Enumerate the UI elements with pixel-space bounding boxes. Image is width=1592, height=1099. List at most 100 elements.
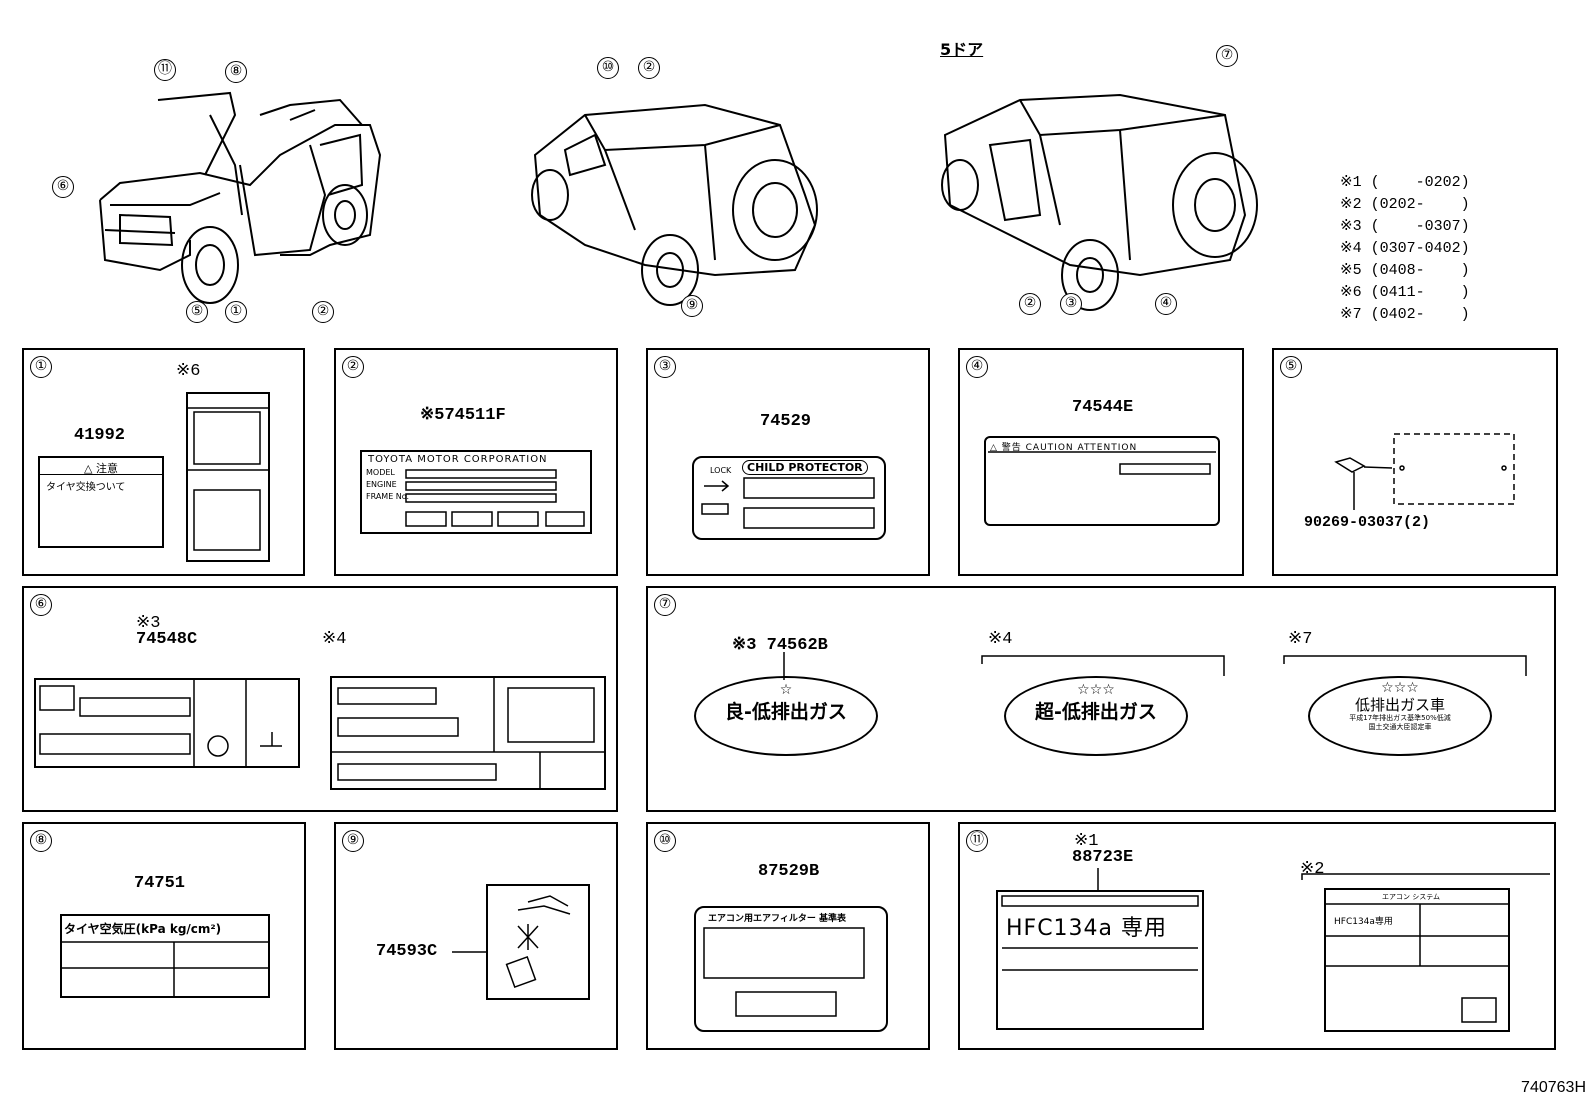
vehicle-front-view: ⑪ ⑧ ⑥ ⑤ ① ② [52,55,420,330]
note-3: ※3 ( -0307) [1340,218,1470,235]
panel-2-tag: ② [342,356,364,378]
panel-1: ① 41992 △ 注意 タイヤ交換ついて ※6 [22,348,305,576]
panel-3-title: CHILD PROTECTOR [742,460,868,475]
panel-10-part-number: 87529B [758,862,820,881]
panel-6: ⑥ ※3 74548C ※4 [22,586,618,812]
note-1: ※1 ( -0202) [1340,174,1470,191]
panel-7-part-a: ※3 74562B [732,636,828,655]
panel-10-header: エアコン用エアフィルター 基準表 [708,914,846,924]
panel-2-maker: TOYOTA MOTOR CORPORATION [368,454,548,465]
panel-2: ② ※574511F TOYOTA MOTOR CORPORATION MODE… [334,348,618,576]
note-6: ※6 (0411- ) [1340,284,1470,301]
panel-4-label: △ 警告 CAUTION ATTENTION [984,436,1220,526]
panel-7-sticker-b: ☆☆☆ 超-低排出ガス [1004,676,1188,756]
panel-10-tag: ⑩ [654,830,676,852]
panel-9: ⑨ 74593C [334,822,618,1050]
panel-6-variant-b: ※4 [322,630,347,649]
panel-5: ⑤ 90269-03037(2) [1272,348,1558,576]
panel-1-part-number: 41992 [74,426,126,445]
panel-7-sub-c2: 国土交通大臣認定車 [1368,723,1432,731]
panel-7-text-c: 低排出ガス車 [1354,696,1445,714]
panel-7-stars-b: ☆☆☆ [1077,682,1115,698]
panel-11-label-b: エアコン システム HFC134a専用 [1324,888,1510,1032]
note-7: ※7 (0402- ) [1340,306,1470,323]
door-label: 5ドア [940,40,984,59]
panel-7-text-a: 良-低排出ガス [725,701,847,723]
panel-3-lock: LOCK [710,466,732,475]
callout-6: ⑥ [52,176,74,198]
panel-7-sub-c1: 平成17年排出ガス基準50%低減 [1349,714,1451,722]
panel-2-row-model: MODEL [366,468,395,477]
panel-8: ⑧ 74751 タイヤ空気圧(kPa kg/cm²) [22,822,306,1050]
panel-11-small-big: HFC134a専用 [1334,917,1393,927]
panel-11-variant-a: ※1 [1074,832,1099,851]
panel-8-part-number: 74751 [134,874,186,893]
panel-11-big-text: HFC134a 専用 [1006,916,1168,941]
callout-4: ④ [1155,293,1177,315]
panel-1-variant-label [186,392,270,562]
note-2: ※2 (0202- ) [1340,196,1470,213]
panel-8-label: タイヤ空気圧(kPa kg/cm²) [60,914,270,998]
panel-4: ④ 74544E △ 警告 CAUTION ATTENTION [958,348,1244,576]
panel-6-label-b [330,676,606,790]
panel-1-label-title: △ 注意 [40,460,162,475]
variant-notes: ※1 ( -0202) ※2 (0202- ) ※3 ( -0307) ※4 (… [1340,172,1470,326]
callout-5: ⑤ [186,301,208,323]
panel-9-tag: ⑨ [342,830,364,852]
panel-1-tag: ① [30,356,52,378]
callout-3: ③ [1060,293,1082,315]
panel-1-label: △ 注意 タイヤ交換ついて [38,456,164,548]
panel-7-tag: ⑦ [654,594,676,616]
panel-6-part-number: 74548C [136,630,198,649]
panel-1-variant: ※6 [176,362,201,381]
panel-5-part-number: 90269-03037(2) [1304,514,1431,531]
panel-11-tag: ⑪ [966,830,988,852]
callout-2: ② [638,57,660,79]
panel-7-sticker-a: ☆ 良-低排出ガス [694,676,878,756]
panel-7-sticker-c: ☆☆☆ 低排出ガス車 平成17年排出ガス基準50%低減 国土交通大臣認定車 [1308,676,1492,756]
panel-11-small-header: エアコン システム [1382,893,1441,901]
callout-10: ⑩ [597,57,619,79]
panel-2-label: TOYOTA MOTOR CORPORATION MODEL ENGINE FR… [360,450,592,534]
panel-1-label-line: タイヤ交換ついて [46,482,126,493]
panel-5-tag: ⑤ [1280,356,1302,378]
callout-2: ② [1019,293,1041,315]
panel-11-label-a: HFC134a 専用 [996,890,1204,1030]
panel-9-label [486,884,590,1000]
vehicle-rear-left-view: ⑩ ② ⑨ [525,55,835,330]
panel-2-part-number: ※574511F [420,406,506,425]
panel-3-label: LOCK CHILD PROTECTOR [692,456,886,540]
callout-11: ⑪ [154,59,176,81]
callout-1: ① [225,301,247,323]
panel-10: ⑩ 87529B エアコン用エアフィルター 基準表 [646,822,930,1050]
panel-7-variant-c: ※7 [1288,630,1313,649]
panel-3-part-number: 74529 [760,412,812,431]
callout-2: ② [312,301,334,323]
panel-7-variant-b: ※4 [988,630,1013,649]
panel-9-part-number: 74593C [376,942,438,961]
panel-4-tag: ④ [966,356,988,378]
callout-7: ⑦ [1216,45,1238,67]
panel-4-part-number: 74544E [1072,398,1134,417]
diagram-code: 740763H [1521,1079,1586,1096]
callout-9: ⑨ [681,295,703,317]
panel-11: ⑪ ※1 88723E HFC134a 専用 ※2 エアコン システム HFC1… [958,822,1556,1050]
panel-3-tag: ③ [654,356,676,378]
panel-8-tag: ⑧ [30,830,52,852]
note-5: ※5 (0408- ) [1340,262,1470,279]
panel-6-label-a [34,678,300,768]
panel-6-variant-a: ※3 [136,614,161,633]
panel-8-header: タイヤ空気圧(kPa kg/cm²) [64,922,222,936]
panel-2-row-frame: FRAME No. [366,492,410,501]
vehicle-5door-view: ⑦ ② ③ ④ [930,45,1260,325]
panel-7: ⑦ ※3 74562B ☆ 良-低排出ガス ※4 ☆☆☆ 超-低排出ガス ※7 … [646,586,1556,812]
note-4: ※4 (0307-0402) [1340,240,1470,257]
panel-6-tag: ⑥ [30,594,52,616]
panel-3: ③ 74529 LOCK CHILD PROTECTOR [646,348,930,576]
panel-2-row-engine: ENGINE [366,480,397,489]
callout-8: ⑧ [225,61,247,83]
panel-7-stars-a: ☆ [779,682,793,698]
panel-7-text-b: 超-低排出ガス [1035,701,1157,723]
panel-7-stars-c: ☆☆☆ [1381,680,1419,696]
panel-5-rivet-drawing [1334,433,1515,510]
